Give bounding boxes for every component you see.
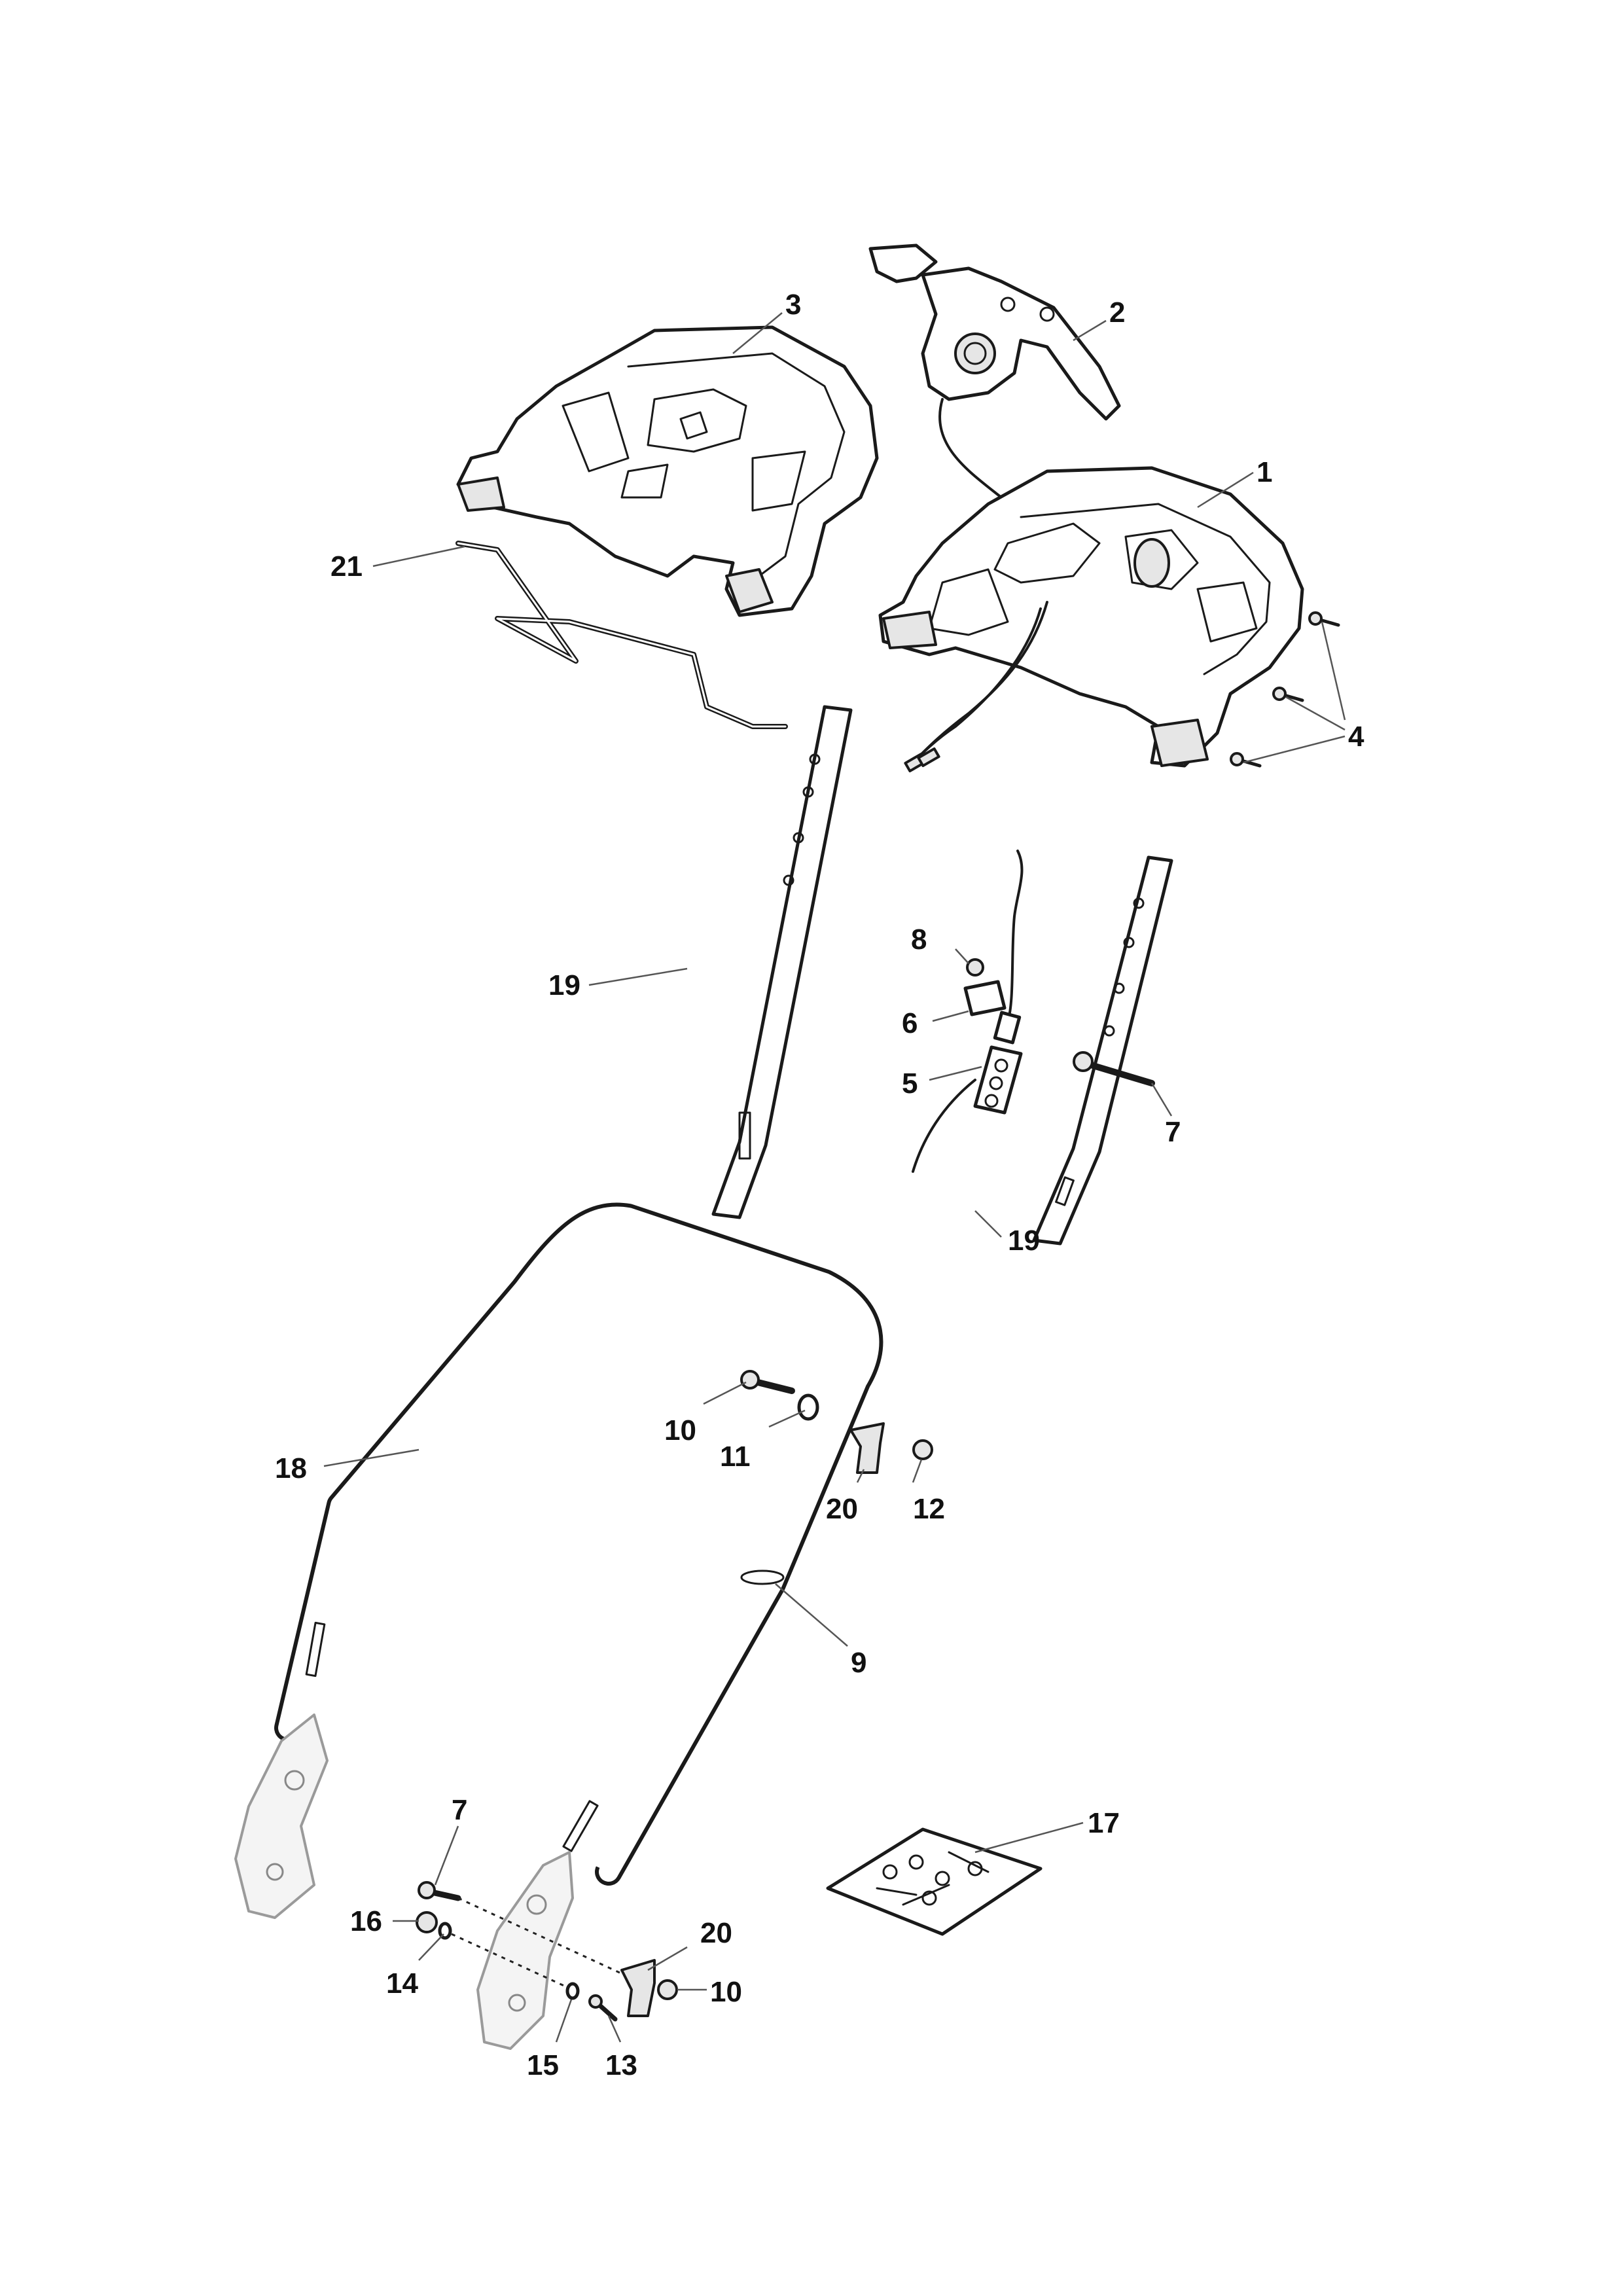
part-hardware-kit bbox=[826, 1827, 1043, 1936]
part-knob-upper bbox=[849, 1422, 933, 1474]
part-lower-fasteners bbox=[416, 1881, 678, 2022]
callout-10-lower: 10 bbox=[710, 1976, 742, 2008]
callout-10-upper: 10 bbox=[664, 1414, 696, 1446]
callout-21: 21 bbox=[330, 550, 363, 583]
callout-17: 17 bbox=[1088, 1807, 1120, 1839]
part-bracket-right bbox=[476, 1851, 574, 2050]
callout-6: 6 bbox=[902, 1007, 918, 1039]
callout-16: 16 bbox=[350, 1905, 382, 1937]
part-control-lever bbox=[868, 243, 1121, 603]
part-wire-bail bbox=[455, 541, 788, 729]
callout-9: 9 bbox=[851, 1647, 866, 1679]
callout-2: 2 bbox=[1109, 296, 1125, 329]
callout-20-upper: 20 bbox=[826, 1493, 858, 1525]
callout-18: 18 bbox=[275, 1452, 307, 1484]
leader-lines bbox=[323, 312, 1346, 2043]
callout-7-upper: 7 bbox=[1165, 1116, 1181, 1148]
callout-8: 8 bbox=[911, 924, 927, 956]
callout-3: 3 bbox=[785, 289, 801, 321]
callout-4: 4 bbox=[1348, 721, 1364, 753]
callout-13: 13 bbox=[605, 2049, 637, 2081]
part-upper-handle-bar-right bbox=[1032, 855, 1173, 1246]
callout-1: 1 bbox=[1257, 456, 1272, 488]
part-cable-clamp bbox=[912, 850, 1024, 1173]
part-handle-cover bbox=[456, 325, 879, 617]
callout-14: 14 bbox=[386, 1967, 418, 2000]
part-bracket-left bbox=[234, 1713, 329, 1919]
callout-7-lower: 7 bbox=[452, 1794, 467, 1826]
callout-19-right: 19 bbox=[1008, 1225, 1040, 1257]
callout-11: 11 bbox=[720, 1441, 751, 1473]
part-bolt-upper bbox=[1073, 1051, 1155, 1086]
callout-labels: 1 2 3 4 5 6 7 7 8 9 10 10 11 12 13 14 15… bbox=[275, 289, 1364, 2081]
part-upper-handle-bar-left bbox=[711, 705, 853, 1219]
callout-5: 5 bbox=[902, 1067, 918, 1100]
part-lower-handle bbox=[274, 1202, 883, 1886]
callout-19-left: 19 bbox=[548, 969, 580, 1001]
part-handle-frame bbox=[878, 466, 1304, 773]
callout-15: 15 bbox=[527, 2049, 559, 2081]
part-bolt-washer bbox=[740, 1370, 819, 1421]
callout-20-lower: 20 bbox=[700, 1917, 732, 1949]
callout-12: 12 bbox=[913, 1493, 945, 1525]
part-screws bbox=[1230, 611, 1340, 768]
